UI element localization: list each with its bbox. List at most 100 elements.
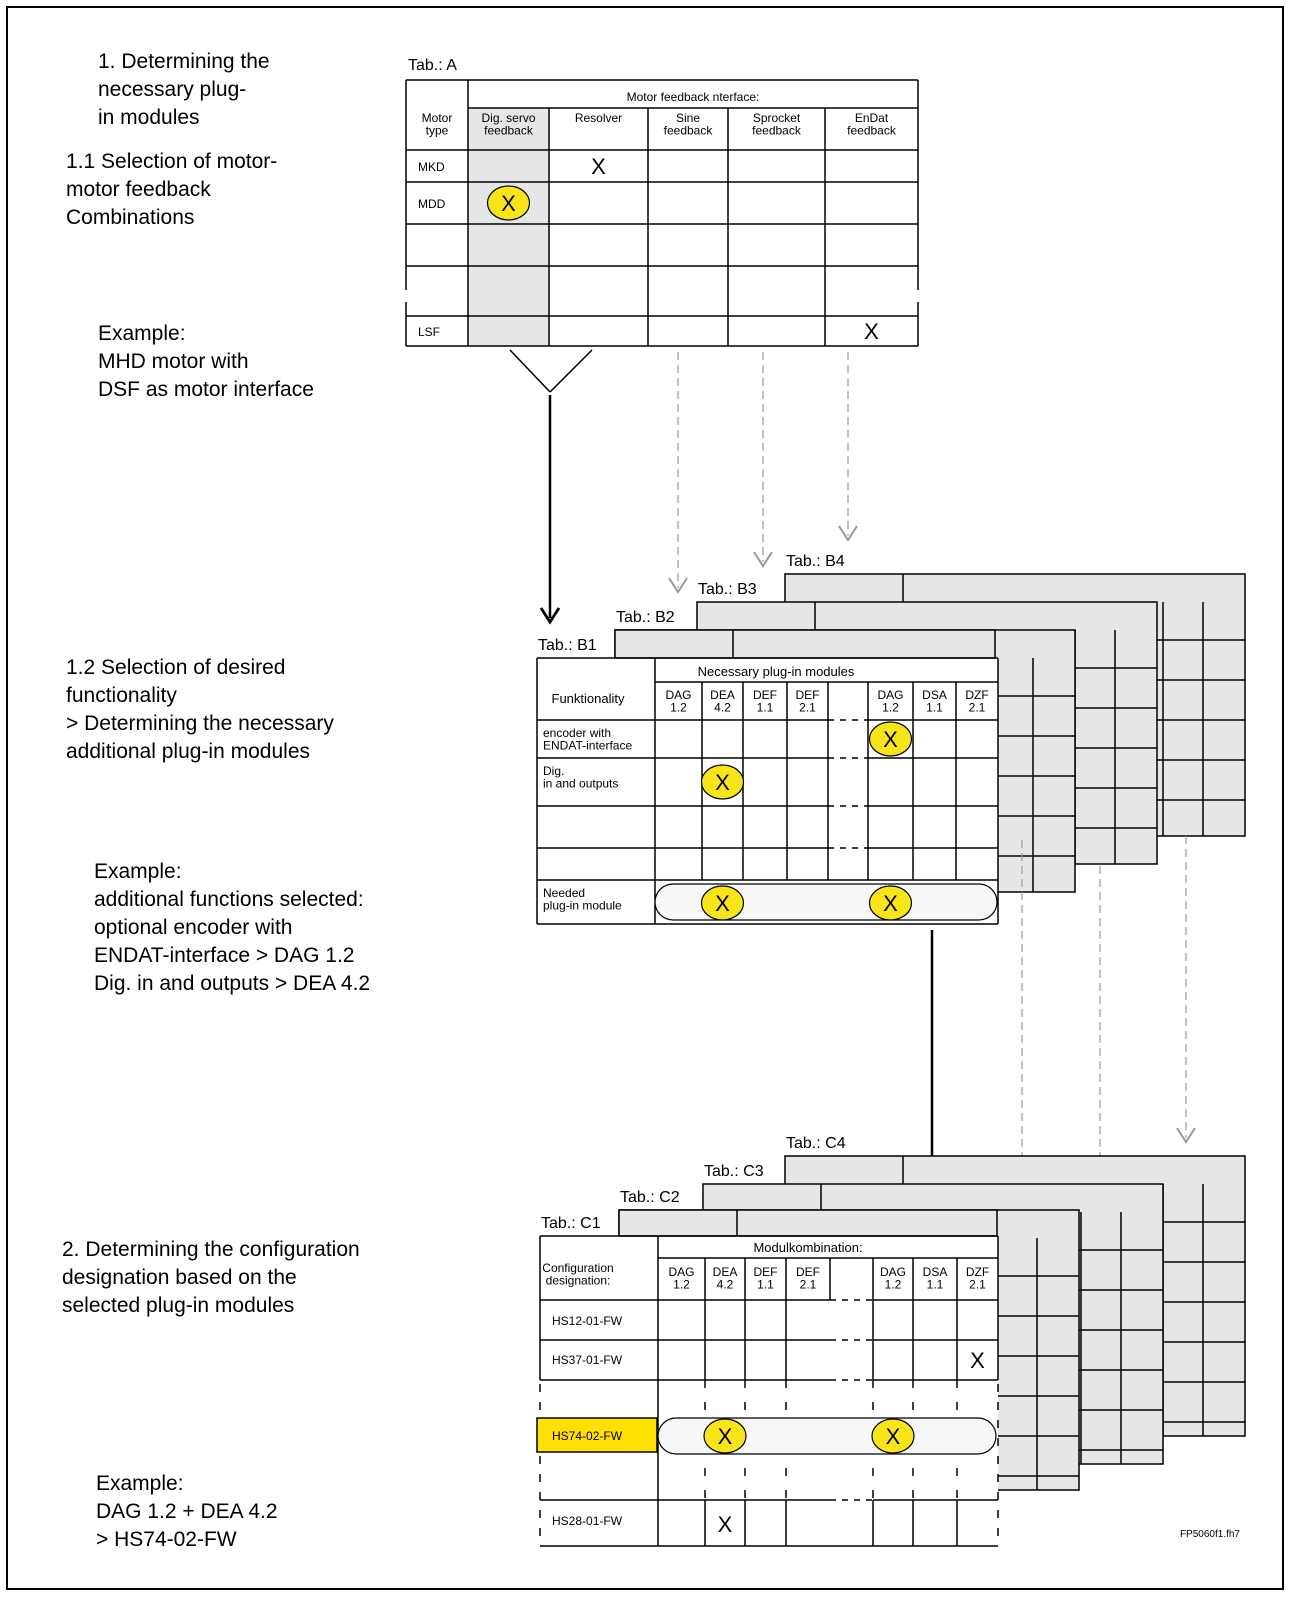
- tab-a-row-label: MDD: [418, 197, 446, 211]
- tab-c1-header: Modulkombination:: [753, 1240, 862, 1255]
- tab-a-mark-x: X: [591, 154, 606, 179]
- tab-c1-frame: [539, 1235, 999, 1547]
- dash-arrow-c2: [1012, 840, 1032, 1200]
- tab-c1-mark-circle: [703, 1418, 747, 1454]
- funnel-left: [509, 349, 551, 393]
- tab-a-mark-circle: [486, 185, 531, 221]
- tab-b4-label: Tab.: B4: [786, 553, 845, 570]
- dash-arrow-c4-head: [1176, 1127, 1196, 1144]
- tab-c4-label: Tab.: C4: [786, 1135, 846, 1152]
- dash-arrow-b4-head: [838, 525, 858, 542]
- tab-c1-bg: [540, 1236, 998, 1546]
- tab-b1-mark: X: [868, 721, 913, 757]
- step1-1-heading: 1.1 Selection of motor- motor feedback C…: [66, 150, 278, 229]
- tab-b1-mark-circle: [700, 764, 745, 800]
- tab-c1-highlight: [536, 1417, 658, 1453]
- tab-b1-tabrect: [614, 629, 996, 659]
- tab-b1-mark-circle: [700, 885, 745, 921]
- tab-b1-mark-circle: [868, 721, 913, 757]
- tab-b1-mark-x: X: [883, 727, 898, 752]
- step2-heading: 2. Determining the configuration designa…: [62, 1238, 360, 1317]
- step1-heading: 1. Determining the necessary plug- in mo…: [98, 50, 270, 129]
- tab-c1-mark-x: X: [718, 1512, 733, 1537]
- tab-c1-mark-x: X: [970, 1348, 985, 1373]
- tab-b1-mark: X: [868, 885, 913, 921]
- tab-c1-mark: X: [703, 1418, 747, 1454]
- tab-c1-mark-x: X: [886, 1424, 901, 1449]
- tab-b1-label: Tab.: B1: [538, 637, 597, 654]
- tab-a-mark: X: [591, 154, 606, 179]
- tab-c1-mark-circle: [871, 1418, 915, 1454]
- dash-arrow-b2-head: [668, 577, 688, 594]
- dash-arrow-c4: [1176, 836, 1196, 1144]
- tab-c1-row-label: HS74-02-FW: [552, 1429, 623, 1443]
- tab-b1-mark-x: X: [715, 770, 730, 795]
- file-id: FP5060f1.fh7: [1180, 1529, 1240, 1540]
- tab-b1-header: Necessary plug-in modules: [698, 664, 855, 679]
- tab-a-mark-x: X: [501, 191, 516, 216]
- tab-b3-label: Tab.: B3: [698, 581, 757, 598]
- arrow-a-to-b-head: [539, 607, 561, 625]
- tab-c1-tabrect: [618, 1209, 998, 1237]
- tab-b1-mark: X: [700, 885, 745, 921]
- tab-c1-tab: [618, 1209, 998, 1237]
- step1-2-heading: 1.2 Selection of desired functionality >…: [66, 656, 334, 763]
- dash-arrow-b2: [668, 352, 688, 594]
- tab-a-mark: X: [486, 185, 531, 221]
- example2-text: Example: additional functions selected: …: [94, 860, 371, 995]
- tab-b2-label: Tab.: B2: [616, 609, 675, 626]
- tab-a-header: Motor feedback nterface:: [627, 90, 760, 104]
- tab-a-mark: X: [864, 319, 879, 344]
- tab-c2-label: Tab.: C2: [620, 1189, 680, 1206]
- tab-c1-mark: X: [871, 1418, 915, 1454]
- dash-arrow-b3-head: [753, 551, 773, 568]
- tab-c1-mark: X: [970, 1348, 985, 1373]
- tab-c1-mark-x: X: [718, 1424, 733, 1449]
- tab-b1-first-col: Funktionality: [552, 691, 625, 706]
- funnel-right: [549, 349, 593, 393]
- tab-b1-mark-x: X: [883, 891, 898, 916]
- tab-b1-mark: X: [700, 764, 745, 800]
- tab-b1-mark-x: X: [715, 891, 730, 916]
- arrow-a-to-b: [539, 395, 561, 625]
- dash-arrow-b4: [838, 352, 858, 542]
- tab-a-row-label: LSF: [418, 325, 440, 339]
- tab-a-label: Tab.: A: [408, 57, 457, 74]
- tab-c1-row-label: HS12-01-FW: [552, 1314, 623, 1328]
- tab-c1-row-label: HS37-01-FW: [552, 1353, 623, 1367]
- tab-c3-label: Tab.: C3: [704, 1163, 764, 1180]
- tab-b1-mark-circle: [868, 885, 913, 921]
- tab-c1-label: Tab.: C1: [541, 1215, 601, 1232]
- tab-a-mark-x: X: [864, 319, 879, 344]
- tab-a-frame: [405, 79, 919, 347]
- tab-a-col-header: Resolver: [575, 111, 622, 125]
- tab-c1-mark: X: [718, 1512, 733, 1537]
- tab-b1-row-label: Dig.in and outputs: [543, 764, 618, 791]
- example3-text: Example: DAG 1.2 + DEA 4.2 > HS74-02-FW: [96, 1472, 278, 1551]
- tab-c1-row-label: HS28-01-FW: [552, 1514, 623, 1528]
- dash-arrow-b3: [753, 352, 773, 568]
- figure-frame: [6, 6, 1284, 1590]
- dash-arrow-c3: [1090, 866, 1110, 1172]
- tab-a-row-label: MKD: [418, 160, 445, 174]
- tab-b1-tab: [614, 629, 996, 659]
